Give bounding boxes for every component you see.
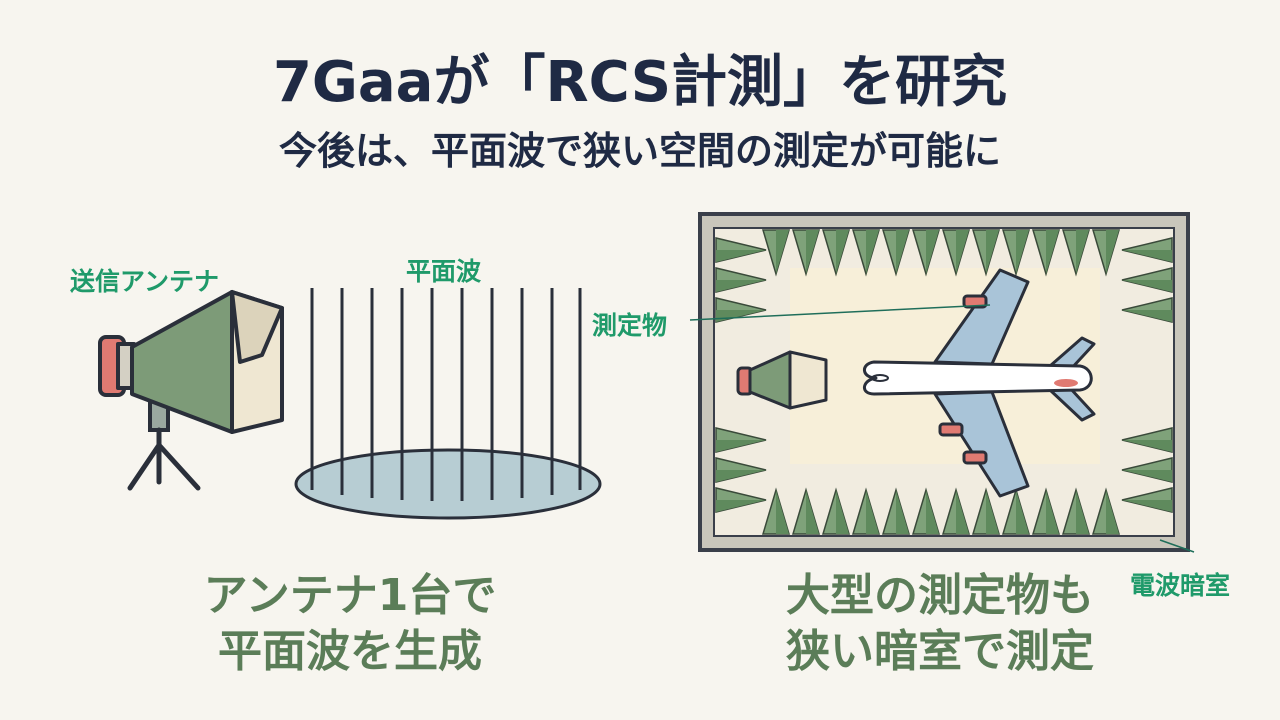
right-caption-line-1: 大型の測定物も xyxy=(786,570,1094,621)
plane-wave-icon xyxy=(294,288,602,520)
left-caption-line-2: 平面波を生成 xyxy=(218,626,482,677)
subtitle: 今後は、平面波で狭い空間の測定が可能に xyxy=(278,129,1001,173)
anechoic-chamber-label: 電波暗室 xyxy=(1130,571,1231,600)
antenna-label: 送信アンテナ xyxy=(70,267,220,296)
airplane-icon xyxy=(863,268,1096,498)
right-caption-line-2: 狭い暗室で測定 xyxy=(786,626,1094,677)
plane-wave-label: 平面波 xyxy=(406,257,482,286)
transmit-antenna-icon xyxy=(98,290,284,434)
anechoic-chamber xyxy=(689,212,1195,553)
left-caption-line-1: アンテナ1台で xyxy=(203,570,497,621)
left-caption: アンテナ1台で 平面波を生成 xyxy=(120,568,580,680)
title: 7Gaaが「RCS計測」を研究 xyxy=(272,50,1008,115)
measured-object-label: 測定物 xyxy=(592,311,668,340)
chamber-antenna-icon xyxy=(736,350,828,410)
right-caption: 大型の測定物も 狭い暗室で測定 xyxy=(700,568,1180,680)
